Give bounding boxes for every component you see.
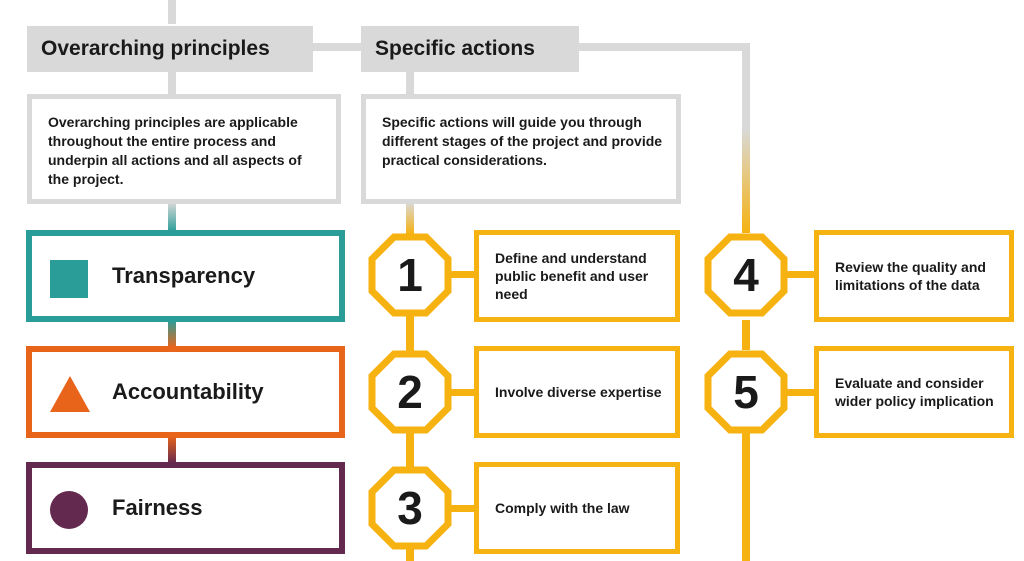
step-badge: 3: [368, 466, 452, 550]
principle-label: Fairness: [112, 495, 203, 520]
connector-line: [406, 546, 414, 561]
step-number: 2: [397, 366, 423, 418]
step-number: 1: [397, 249, 423, 301]
connector-line: [450, 505, 478, 512]
connector-line: [450, 389, 478, 396]
action-box: Comply with the law: [474, 462, 680, 554]
connector-line: [742, 43, 750, 233]
step-badge: 4: [704, 233, 788, 317]
connector-line: [312, 43, 362, 51]
action-text: Involve diverse expertise: [495, 384, 662, 400]
circle-icon: [50, 491, 88, 529]
action-box: Review the quality and limitations of th…: [814, 230, 1014, 322]
connector-line: [786, 271, 818, 278]
action-text: Evaluate and consider wider policy impli…: [835, 375, 994, 409]
connector-line: [406, 72, 414, 94]
triangle-icon: [48, 374, 92, 419]
principles-header: Overarching principles: [27, 26, 313, 72]
principle-label: Accountability: [112, 379, 264, 404]
actions-header: Specific actions: [361, 26, 579, 72]
principle-fairness: Fairness: [26, 462, 345, 554]
principle-transparency: Transparency: [26, 230, 345, 322]
connector-line: [786, 389, 818, 396]
principle-accountability: Accountability: [26, 346, 345, 438]
connector-line: [168, 436, 176, 464]
principle-label: Transparency: [112, 263, 256, 288]
action-text: Comply with the law: [495, 500, 630, 516]
action-text: Define and understand public benefit and…: [495, 250, 649, 302]
action-box: Define and understand public benefit and…: [474, 230, 680, 322]
connector-line: [406, 432, 414, 468]
principles-description: Overarching principles are applicable th…: [27, 94, 341, 204]
connector-line: [406, 316, 414, 352]
action-box: Evaluate and consider wider policy impli…: [814, 346, 1014, 438]
connector-line: [168, 0, 176, 24]
step-badge: 2: [368, 350, 452, 434]
action-box: Involve diverse expertise: [474, 346, 680, 438]
connector-line: [406, 202, 414, 234]
step-badge: 1: [368, 233, 452, 317]
step-number: 5: [733, 366, 759, 418]
step-number: 4: [733, 249, 759, 301]
connector-line: [168, 72, 176, 94]
connector-line: [168, 202, 176, 232]
connector-line: [578, 43, 750, 51]
connector-line: [168, 320, 176, 348]
actions-description: Specific actions will guide you through …: [361, 94, 681, 204]
action-text: Review the quality and limitations of th…: [835, 259, 986, 293]
step-number: 3: [397, 482, 423, 534]
square-icon: [50, 260, 88, 298]
connector-line: [742, 432, 750, 561]
connector-line: [450, 271, 478, 278]
connector-line: [742, 320, 750, 350]
step-badge: 5: [704, 350, 788, 434]
